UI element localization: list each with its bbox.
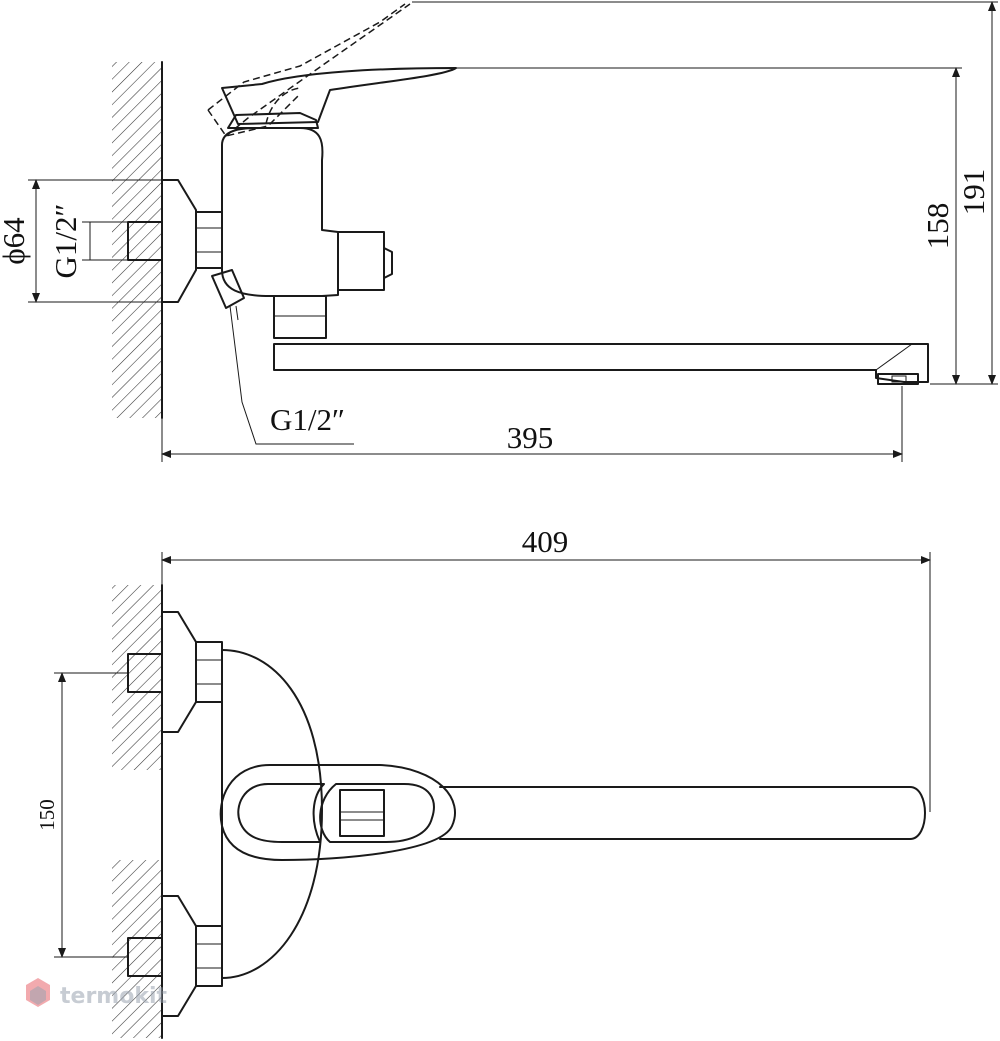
- diverter-knob[interactable]: [337, 231, 385, 291]
- side-view: 395 191 158 ϕ64 G1/2″ G1: [0, 1, 998, 462]
- dim-spout-height: 158: [920, 203, 955, 250]
- leader-outlet-thread: G1/2″: [229, 305, 354, 445]
- wall-hatch-bottom-lower: [112, 860, 162, 1038]
- dim-flange-diameter: ϕ64: [0, 217, 31, 265]
- front-view: 409 150: [35, 524, 931, 1039]
- hexagon-logo-icon: [26, 978, 50, 1007]
- spout: [273, 343, 929, 383]
- dim-158: 158: [456, 67, 962, 385]
- wall-flange: [161, 179, 197, 303]
- inlet-thread-label: G1/2″: [48, 204, 83, 279]
- diverter-outlet: [211, 269, 245, 309]
- watermark: termokit: [26, 978, 167, 1009]
- dim-overall-length: 395: [507, 420, 554, 455]
- dim-phi64: ϕ64: [0, 179, 178, 303]
- lever-handle-raised: [207, 3, 411, 137]
- outlet-thread-label: G1/2″: [270, 402, 345, 437]
- loop-handle-opening: [237, 783, 325, 843]
- spout-front: [439, 786, 926, 840]
- mixer-body: [221, 127, 339, 297]
- mixer-dome: [221, 649, 323, 979]
- lever-handle[interactable]: [221, 67, 457, 125]
- dim-total-height: 191: [956, 169, 991, 216]
- dim-150: 150: [35, 672, 128, 958]
- loop-handle[interactable]: [219, 764, 456, 861]
- aerator: [877, 373, 919, 385]
- dim-191: 191: [412, 1, 998, 385]
- dim-overall-reach: 409: [522, 524, 569, 559]
- watermark-brand: termokit: [60, 984, 167, 1009]
- dim-center-distance: 150: [35, 799, 59, 831]
- hex-nut: [195, 211, 223, 269]
- spout-connector: [273, 295, 327, 339]
- dim-inlet-thread: G1/2″: [48, 204, 128, 279]
- wall-hatch-top: [112, 62, 162, 418]
- wall-hatch-bottom-upper: [112, 585, 162, 770]
- dim-409: 409: [161, 524, 931, 812]
- cartridge-cap: [339, 789, 385, 837]
- dim-395: 395: [161, 386, 903, 462]
- handle-cap: [319, 783, 435, 843]
